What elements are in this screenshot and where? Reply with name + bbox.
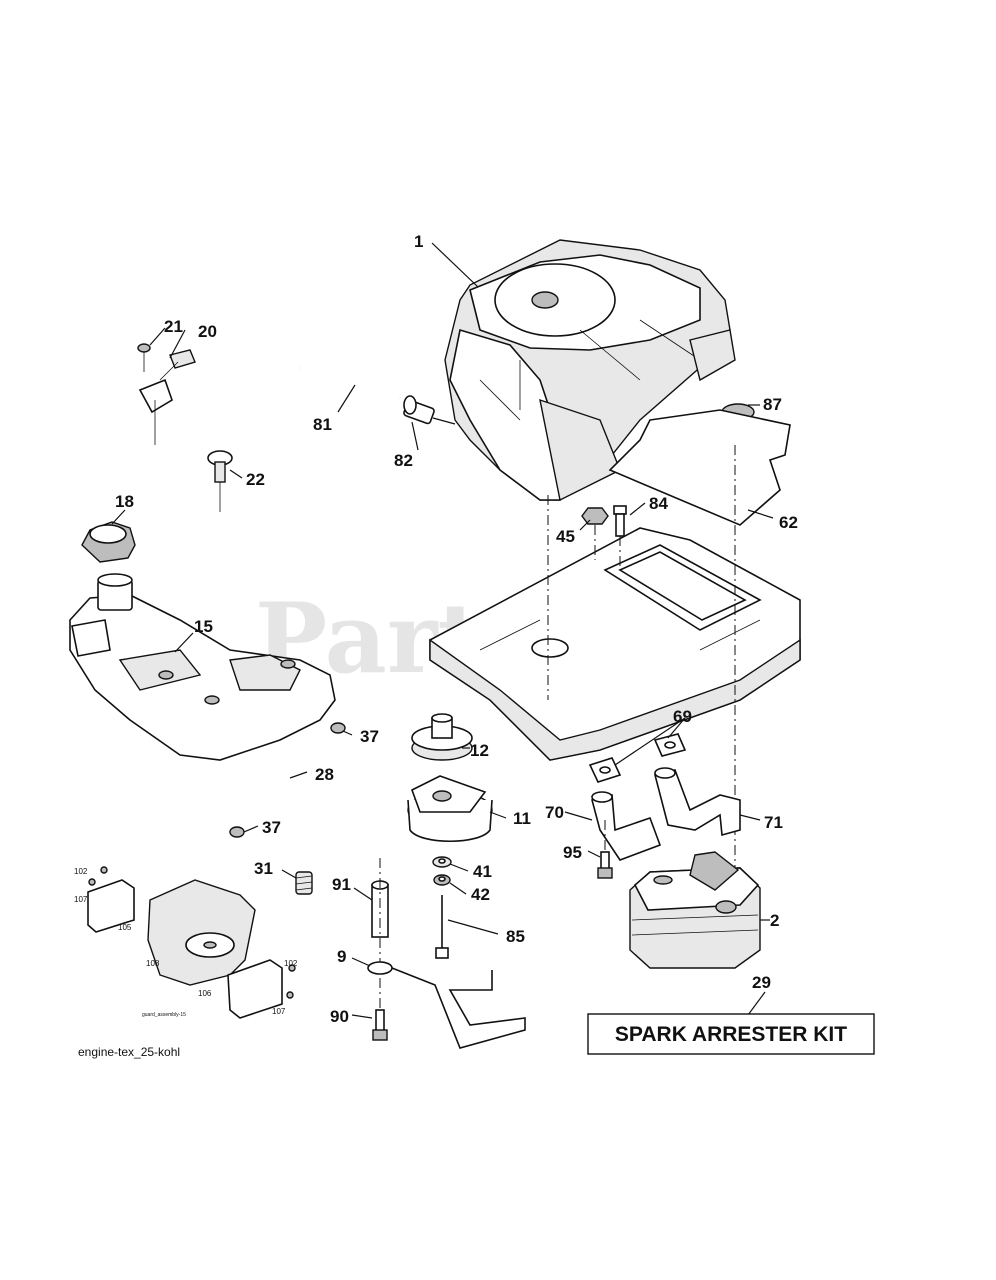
hose-clamp-upper-part[interactable] (330, 722, 346, 734)
bolt-85-part[interactable] (435, 895, 449, 959)
diagram-caption: engine-tex_25-kohl (78, 1045, 180, 1059)
guard-callout-105: 105 (118, 923, 132, 932)
exhaust-pipe-70-part[interactable] (591, 791, 662, 861)
callout-95: 95 (563, 843, 582, 862)
callout-62: 62 (779, 513, 798, 532)
callout-28: 28 (315, 765, 334, 784)
guard-caption: guard_assembly-15 (142, 1012, 186, 1018)
choke-knob-part[interactable] (207, 450, 233, 512)
bolt-90-part[interactable] (372, 1009, 388, 1041)
spring-part[interactable] (295, 871, 313, 895)
callout-71: 71 (764, 813, 783, 832)
rod-part[interactable] (367, 961, 526, 1049)
callout-82: 82 (394, 451, 413, 470)
callout-29: 29 (752, 973, 771, 992)
callout-15: 15 (194, 617, 213, 636)
bolt-84-part[interactable] (613, 505, 627, 537)
callout-11: 11 (513, 809, 531, 828)
callout-2: 2 (770, 911, 779, 930)
spacer-part[interactable] (371, 858, 389, 1010)
frame-part[interactable] (429, 527, 801, 761)
heat-shield-part[interactable] (608, 409, 791, 526)
callout-21: 21 (164, 317, 183, 336)
fuel-tank-part[interactable] (69, 573, 336, 761)
washer-42-part[interactable] (433, 874, 451, 886)
callout-9: 9 (337, 947, 346, 966)
guard-callout-102-upper: 102 (74, 867, 88, 876)
washer-41-part[interactable] (432, 856, 452, 868)
bolt-95-part[interactable] (597, 820, 613, 879)
clutch-part[interactable] (407, 775, 493, 843)
fuel-filter-part[interactable] (403, 395, 456, 425)
callout-18: 18 (115, 492, 134, 511)
spark-arrester-kit-label: SPARK ARRESTER KIT (615, 1023, 847, 1046)
guard-callout-106: 106 (198, 989, 212, 998)
callout-45: 45 (556, 527, 575, 546)
callouts: 1 2 9 11 12 15 18 20 21 22 28 29 31 37 3… (115, 232, 798, 1026)
callout-87: 87 (763, 395, 782, 414)
callout-70: 70 (545, 803, 564, 822)
leader-lines (111, 242, 774, 1019)
callout-84: 84 (649, 494, 668, 513)
callout-22: 22 (246, 470, 265, 489)
callout-69: 69 (673, 707, 692, 726)
exhaust-pipe-71-part[interactable] (654, 767, 741, 837)
muffler-part[interactable] (629, 851, 761, 969)
gasket-69-part[interactable] (588, 733, 687, 783)
callout-42: 42 (471, 885, 490, 904)
fuel-cap-part[interactable] (81, 521, 136, 563)
pulley-part[interactable] (411, 713, 473, 761)
guard-callouts: 102 107 105 108 102 106 107 guard_assemb… (74, 867, 298, 1018)
callout-41: 41 (473, 862, 492, 881)
guard-assembly[interactable] (87, 866, 296, 1019)
screw-21-part[interactable] (137, 343, 151, 372)
guard-callout-107-lower: 107 (272, 1007, 286, 1016)
callout-1: 1 (414, 232, 423, 251)
callout-81: 81 (313, 415, 332, 434)
nut-45-part[interactable] (581, 507, 609, 525)
callout-90: 90 (330, 1007, 349, 1026)
engine-part[interactable] (444, 239, 736, 502)
throttle-bracket-part[interactable] (138, 349, 196, 445)
callout-20: 20 (198, 322, 217, 341)
guard-callout-107-upper: 107 (74, 895, 88, 904)
callout-31: 31 (254, 859, 273, 878)
callout-12: 12 (470, 741, 489, 760)
hose-clamp-lower-part[interactable] (229, 826, 245, 838)
callout-37-upper: 37 (360, 727, 379, 746)
spark-arrester-kit-box[interactable]: SPARK ARRESTER KIT (587, 1013, 875, 1055)
callout-91: 91 (332, 875, 351, 894)
guard-callout-108: 108 (146, 959, 160, 968)
guard-callout-102-lower: 102 (284, 959, 298, 968)
callout-37-lower: 37 (262, 818, 281, 837)
callout-85: 85 (506, 927, 525, 946)
